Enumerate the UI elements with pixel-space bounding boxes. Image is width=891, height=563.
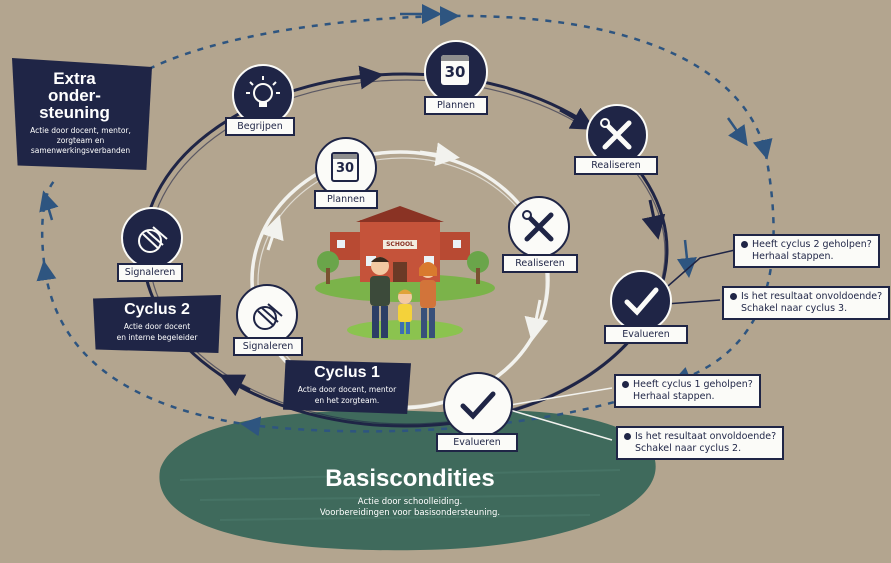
note-c1-repeat-line1: Heeft cyclus 1 geholpen? — [633, 379, 753, 390]
note-c1-repeat: Heeft cyclus 1 geholpen? Herhaal stappen… — [614, 374, 761, 408]
basis-title: Basiscondities — [325, 465, 495, 492]
cyclus2-title: Cyclus 2 — [124, 301, 190, 318]
signal-icon[interactable] — [236, 284, 298, 346]
bullet-icon — [622, 381, 629, 388]
cyclus1-box: Cyclus 1 Actie door docent, mentor en he… — [283, 360, 411, 414]
step-label-plannen-c1: Plannen — [314, 190, 378, 209]
cyclus1-desc-line1: Actie door docent, mentor — [297, 385, 397, 394]
extra-title-line2: onder- — [48, 86, 101, 105]
checkmark-icon[interactable] — [610, 270, 672, 332]
note-c2-repeat-line1: Heeft cyclus 2 geholpen? — [752, 239, 872, 250]
note-c1-switch-line2: Schakel naar cyclus 2. — [635, 443, 742, 454]
step-label-plannen-c2: Plannen — [424, 96, 488, 115]
school-sign: SCHOOL — [386, 241, 414, 248]
cyclus2-desc-line2: en interne begeleider — [116, 333, 198, 342]
extra-ondersteuning-box: Extra onder- steuning Actie door docent,… — [12, 58, 152, 170]
note-c1-switch: Is het resultaat onvoldoende? Schakel na… — [616, 426, 785, 460]
note-c2-switch: Is het resultaat onvoldoende? Schakel na… — [722, 286, 891, 320]
calendar-icon[interactable]: 30 — [424, 40, 488, 104]
step-label-signaleren-c1: Signaleren — [233, 337, 303, 356]
bullet-icon — [741, 241, 748, 248]
note-c2-switch-line1: Is het resultaat onvoldoende? — [741, 291, 883, 302]
extra-desc-line3: samenwerkingsverbanden — [30, 146, 131, 155]
calendar-icon[interactable]: 30 — [315, 137, 377, 199]
note-c1-switch-line1: Is het resultaat onvoldoende? — [635, 431, 777, 442]
note-c2-repeat: Heeft cyclus 2 geholpen? Herhaal stappen… — [733, 234, 880, 268]
outer-dashed-loop — [36, 6, 775, 437]
cyclus1-title: Cyclus 1 — [314, 364, 380, 381]
tools-icon[interactable] — [508, 196, 570, 258]
extra-desc-line2: zorgteam en — [56, 136, 105, 145]
step-label-signaleren-c2: Signaleren — [117, 263, 183, 282]
cyclus2-desc-line1: Actie door docent — [123, 322, 191, 331]
step-label-evalueren-c1: Evalueren — [436, 433, 518, 452]
calendar-number: 30 — [444, 63, 466, 81]
extra-title-line1: Extra — [53, 69, 96, 88]
step-label-evalueren-c2: Evalueren — [604, 325, 688, 344]
note-c1-repeat-line2: Herhaal stappen. — [633, 391, 715, 402]
step-label-realiseren-c1: Realiseren — [502, 254, 578, 273]
note-c2-switch-line2: Schakel naar cyclus 3. — [741, 303, 848, 314]
extra-title-line3: steuning — [39, 103, 110, 122]
cyclus1-desc-line2: en het zorgteam. — [314, 396, 380, 405]
bullet-icon — [624, 433, 631, 440]
calendar-number: 30 — [335, 161, 355, 176]
bullet-icon — [730, 293, 737, 300]
tools-icon[interactable] — [586, 104, 648, 166]
step-label-realiseren-c2: Realiseren — [574, 156, 658, 175]
school-illustration — [315, 206, 495, 340]
extra-desc-line1: Actie door docent, mentor, — [30, 126, 131, 135]
cyclus2-box: Cyclus 2 Actie door docent en interne be… — [93, 295, 221, 353]
signal-icon[interactable] — [121, 207, 183, 269]
checkmark-icon[interactable] — [443, 372, 513, 438]
note-c2-repeat-line2: Herhaal stappen. — [752, 251, 834, 262]
basis-desc-line1: Actie door schoolleiding. — [357, 497, 463, 507]
basis-desc-line2: Voorbereidingen voor basisondersteuning. — [319, 508, 501, 518]
step-label-begrijpen-c2: Begrijpen — [225, 117, 295, 136]
